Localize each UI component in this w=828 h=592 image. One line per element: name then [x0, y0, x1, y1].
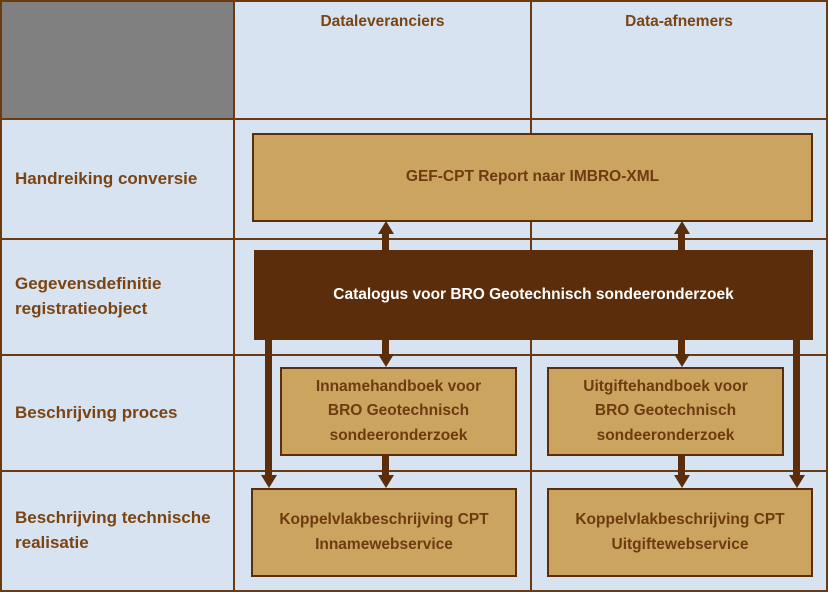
row-label-text: Gegevensdefinitie registratieobject	[15, 274, 162, 318]
arrow-shaft	[382, 234, 389, 251]
box-label: Uitgiftehandboek voor BRO Geotechnisch s…	[583, 378, 748, 444]
column-header-label: Dataleveranciers	[320, 13, 445, 30]
row-label-text: Handreiking conversie	[15, 168, 198, 188]
arrow-innamehandboek-to-koppelvlak	[377, 456, 394, 488]
arrowhead-down-icon	[788, 475, 805, 488]
arrow-catalogus-to-koppelvlak-uitgifte-direct	[788, 340, 805, 488]
row-label-beschrijving-technische-realisatie: Beschrijving technische realisatie	[2, 472, 233, 590]
grid-line-row-1	[2, 118, 826, 120]
box-label: Koppelvlakbeschrijving CPT Uitgiftewebse…	[575, 511, 785, 553]
box-label: Innamehandboek voor BRO Geotechnisch son…	[315, 378, 482, 444]
arrow-catalogus-to-uitgiftehandboek	[673, 340, 690, 367]
box-uitgiftehandboek: Uitgiftehandboek voor BRO Geotechnisch s…	[547, 367, 784, 456]
arrow-catalogus-to-gef-left	[377, 221, 394, 251]
grid-line-row-3	[2, 354, 826, 356]
column-header-label: Data-afnemers	[625, 13, 733, 30]
arrow-shaft	[382, 340, 389, 354]
grid-line-row-2	[2, 238, 826, 240]
arrow-shaft	[678, 234, 685, 251]
row-label-text: Beschrijving proces	[15, 402, 178, 422]
box-gef-cpt-report: GEF-CPT Report naar IMBRO-XML	[252, 133, 813, 222]
row-label-gegevensdefinitie-registratieobject: Gegevensdefinitie registratieobject	[2, 240, 233, 354]
arrowhead-down-icon	[377, 354, 394, 367]
arrow-uitgiftehandboek-to-koppelvlak	[673, 456, 690, 488]
corner-cell	[2, 2, 233, 118]
box-catalogus: Catalogus voor BRO Geotechnisch sondeero…	[254, 250, 813, 340]
arrowhead-up-icon	[673, 221, 690, 234]
arrow-catalogus-to-innamehandboek	[377, 340, 394, 367]
arrow-shaft	[678, 456, 685, 475]
arrowhead-down-icon	[377, 475, 394, 488]
box-label: GEF-CPT Report naar IMBRO-XML	[405, 168, 660, 186]
row-label-text: Beschrijving technische realisatie	[15, 508, 211, 552]
arrowhead-down-icon	[260, 475, 277, 488]
arrow-shaft	[793, 340, 800, 475]
arrow-catalogus-to-gef-right	[673, 221, 690, 251]
grid-line-vertical-labels	[233, 2, 235, 590]
box-koppelvlak-inname: Koppelvlakbeschrijving CPT Innamewebserv…	[251, 488, 517, 577]
row-label-beschrijving-proces: Beschrijving proces	[2, 356, 233, 470]
row-label-handreiking-conversie: Handreiking conversie	[2, 120, 233, 238]
arrow-shaft	[265, 340, 272, 475]
column-header-data-afnemers: Data-afnemers	[532, 2, 826, 118]
column-header-dataleveranciers: Dataleveranciers	[235, 2, 530, 118]
arrowhead-down-icon	[673, 475, 690, 488]
box-label: Catalogus voor BRO Geotechnisch sondeero…	[333, 285, 734, 303]
box-koppelvlak-uitgifte: Koppelvlakbeschrijving CPT Uitgiftewebse…	[547, 488, 813, 577]
arrow-shaft	[382, 456, 389, 475]
grid-line-row-4	[2, 470, 826, 472]
box-innamehandboek: Innamehandboek voor BRO Geotechnisch son…	[280, 367, 517, 456]
arrowhead-down-icon	[673, 354, 690, 367]
arrow-catalogus-to-koppelvlak-inname-direct	[260, 340, 277, 488]
box-label: Koppelvlakbeschrijving CPT Innamewebserv…	[279, 511, 489, 553]
arrow-shaft	[678, 340, 685, 354]
arrowhead-up-icon	[377, 221, 394, 234]
